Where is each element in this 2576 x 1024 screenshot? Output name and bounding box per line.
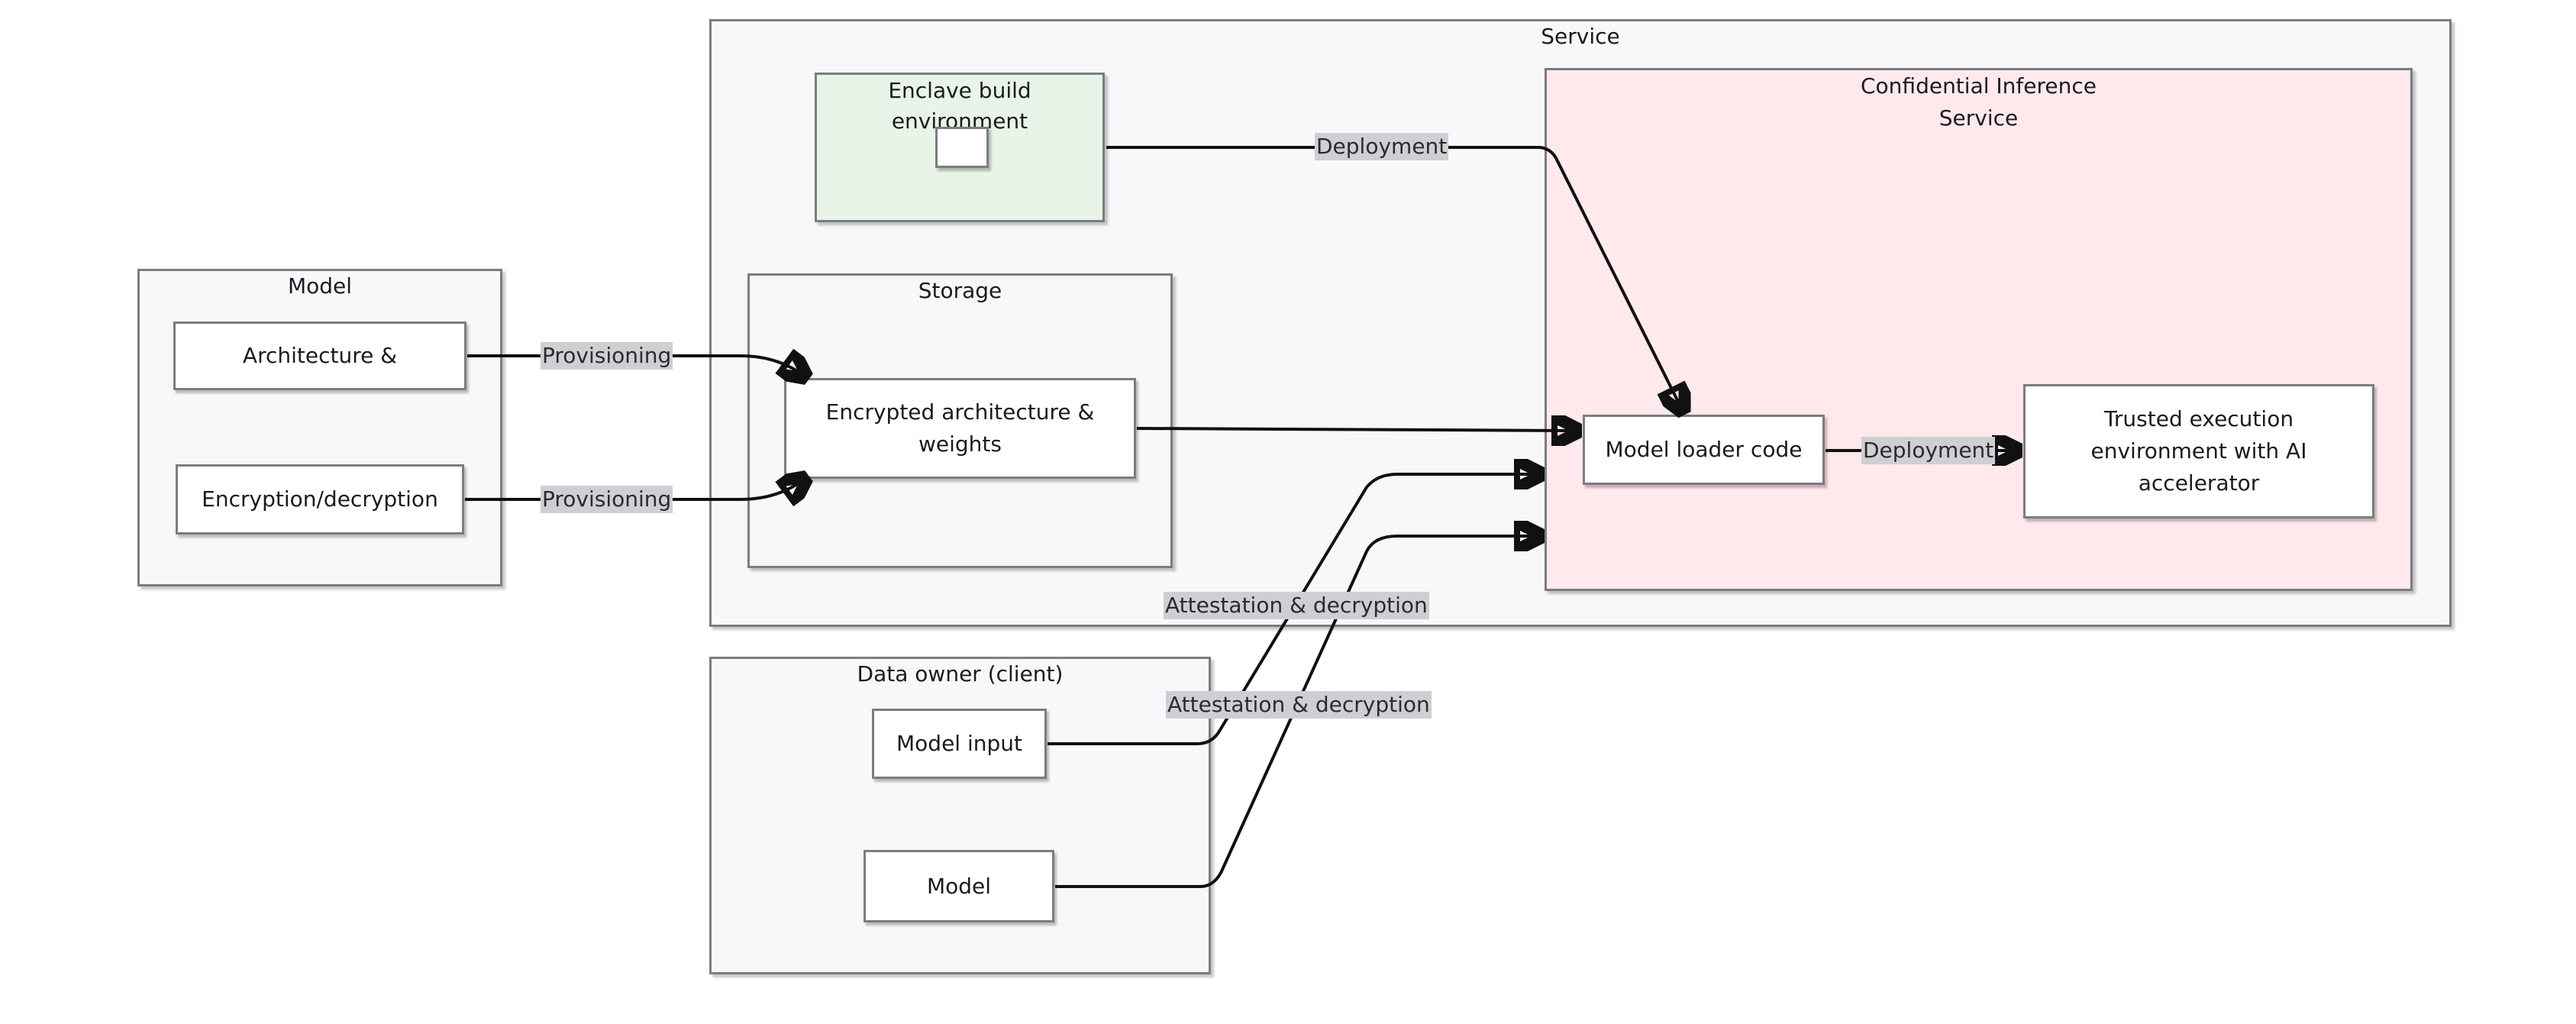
confidential-group-title: Confidential Inference Service xyxy=(1861,73,2097,131)
edge-label-provisioning-2: Provisioning xyxy=(541,486,673,513)
trusted-exec-node-label: Trusted execution environment with AI ac… xyxy=(2090,406,2307,496)
model-loader-node-label: Model loader code xyxy=(1605,437,1803,462)
edge-label-attestation-2: Attestation & decryption xyxy=(1166,691,1432,719)
encryption-node-label: Encryption/decryption xyxy=(202,486,438,512)
model-group-title: Model xyxy=(287,273,353,299)
client-model-node-label: Model xyxy=(926,873,992,899)
client-model-node[interactable]: Model xyxy=(864,850,1054,922)
edge-label-deployment-2: Deployment xyxy=(1861,437,1996,464)
model-input-node-label: Model input xyxy=(896,731,1022,756)
enclave-build-environment-group: Enclave build environment xyxy=(815,73,1105,222)
encrypted-arch-node-label: Encrypted architecture & weights xyxy=(825,399,1095,457)
trusted-execution-environment-node[interactable]: Trusted execution environment with AI ac… xyxy=(2023,384,2374,518)
architecture-node[interactable]: Architecture & xyxy=(173,321,466,390)
architecture-node-label: Architecture & xyxy=(242,343,398,368)
edge-label-provisioning-1: Provisioning xyxy=(541,342,673,370)
enclave-empty-node[interactable] xyxy=(935,127,989,168)
model-input-node[interactable]: Model input xyxy=(872,709,1047,779)
data-owner-group-title: Data owner (client) xyxy=(857,661,1064,686)
service-group-title: Service xyxy=(1541,24,1620,49)
edge-encrypted-to-model-loader xyxy=(1136,428,1576,431)
edge-enclave-to-model-loader xyxy=(1106,146,1682,409)
edge-architecture-to-encrypted xyxy=(467,356,804,376)
edge-label-attestation-1: Attestation & decryption xyxy=(1164,592,1429,619)
edge-label-deployment-1: Deployment xyxy=(1315,133,1449,160)
encryption-decryption-node[interactable]: Encryption/decryption xyxy=(176,464,464,535)
edge-encryption-to-encrypted xyxy=(465,480,804,499)
storage-group-title: Storage xyxy=(918,278,1002,303)
model-loader-code-node[interactable]: Model loader code xyxy=(1583,415,1825,485)
encrypted-architecture-weights-node[interactable]: Encrypted architecture & weights xyxy=(784,378,1136,479)
enclave-group-title: Enclave build environment xyxy=(888,78,1031,134)
